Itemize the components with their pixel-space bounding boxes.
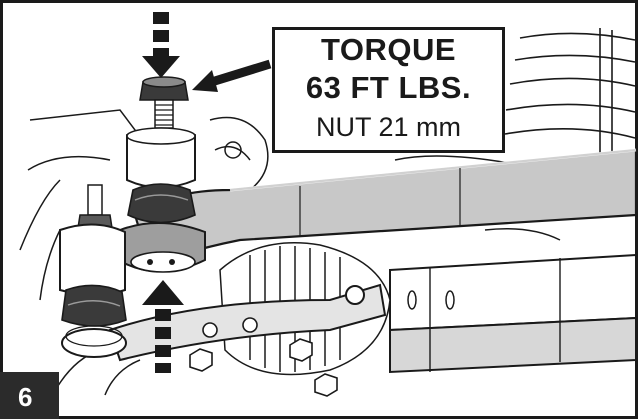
step-number-badge: 6 [0, 372, 59, 419]
torque-callout: TORQUE 63 FT LBS. NUT 21 mm [272, 27, 505, 153]
tie-rod-end-left [59, 184, 127, 358]
nut-size: NUT 21 mm [315, 112, 462, 142]
arrow-down-dashed [142, 12, 180, 78]
leader-arrow [192, 59, 272, 92]
torque-label: TORQUE [320, 32, 457, 67]
arrow-up-dashed [142, 280, 184, 373]
step-number: 6 [18, 382, 33, 412]
axle-tube [389, 253, 637, 374]
lower-bolts [189, 338, 338, 397]
torque-value: 63 FT LBS. [305, 70, 472, 105]
lower-control-arm [108, 283, 387, 362]
tie-rod-end-upper [118, 76, 206, 273]
